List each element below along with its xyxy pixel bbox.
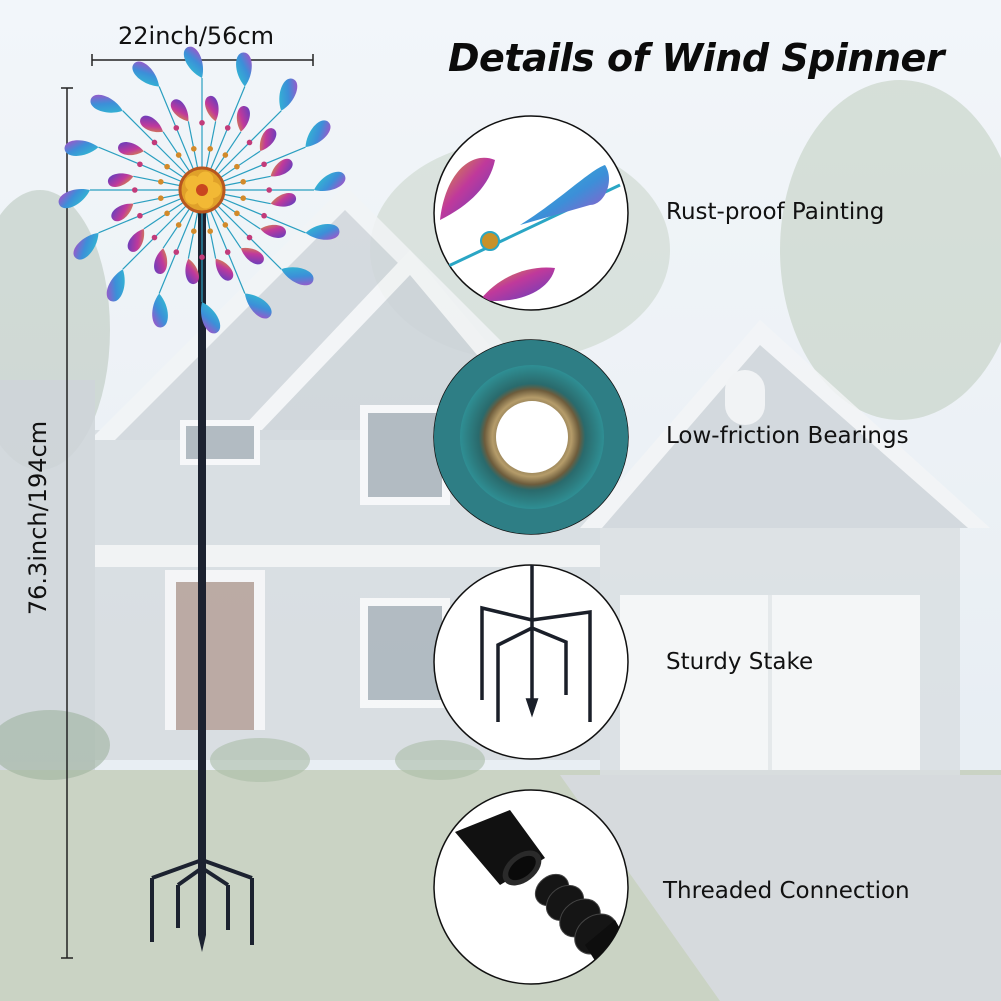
spinner-bead: [151, 234, 158, 241]
spinner-petal: [236, 106, 250, 132]
spinner-bead: [246, 139, 253, 146]
spinner-petal: [118, 142, 144, 156]
flower-petal: [197, 171, 214, 188]
flower-core: [196, 184, 208, 196]
spinner-bead: [199, 120, 205, 126]
spinner-petal: [236, 52, 252, 87]
spinner-bead: [173, 249, 180, 255]
driveway: [560, 775, 1001, 1001]
spinner-bead: [261, 161, 267, 168]
spinner-petal: [244, 293, 272, 319]
spinner-bead: [224, 249, 231, 255]
feature-label-stake: Sturdy Stake: [666, 649, 814, 675]
spinner-petal: [314, 171, 346, 191]
spinner-petal: [240, 247, 264, 265]
width-label: 22inch/56cm: [118, 22, 275, 50]
feature-label-painting: Rust-proof Painting: [666, 199, 885, 225]
spinner-petal: [106, 269, 125, 302]
spinner-petal: [90, 94, 123, 113]
spinner-bead: [158, 195, 164, 201]
height-dimension-line: [61, 87, 73, 959]
spinner-bead: [151, 139, 158, 146]
bushes: [0, 710, 485, 782]
spinner-petal: [279, 78, 298, 111]
spinner-petal: [64, 140, 99, 156]
spinner-bead: [175, 152, 182, 158]
spinner-petal: [260, 224, 286, 238]
spinner-petal: [183, 46, 203, 78]
spinner-petal: [205, 96, 219, 122]
spinner-petal: [140, 115, 164, 133]
spinner-petal: [215, 258, 234, 281]
spinner-petal: [58, 189, 90, 209]
page-title: Details of Wind Spinner: [448, 36, 945, 80]
spinner-bead: [261, 212, 267, 219]
spinner-petal: [185, 258, 199, 284]
spinner-petal: [270, 193, 296, 207]
spinner-bead: [266, 187, 273, 193]
spinner-bead: [191, 146, 197, 152]
spinner-petal: [132, 61, 160, 87]
spinner-bead: [137, 161, 143, 168]
spinner-bead: [158, 179, 164, 185]
spinner-bead: [240, 195, 246, 201]
spinner-bead: [246, 234, 253, 241]
spinner-petal: [270, 158, 293, 177]
spinner-petal: [259, 128, 277, 152]
spinner-petal: [281, 267, 314, 286]
width-dimension-line: [91, 54, 314, 66]
height-label: 76.3inch/194cm: [24, 420, 52, 616]
house: [0, 185, 990, 775]
spinner-bead: [224, 125, 231, 131]
spinner-petal: [305, 224, 340, 240]
spinner-bead: [175, 222, 182, 228]
spinner-petal: [108, 173, 134, 187]
detail-circle-painting: [433, 115, 629, 311]
spinner-bead: [234, 163, 240, 170]
spinner-bead: [222, 222, 229, 228]
spinner-pole: [150, 195, 254, 952]
spinner-petal: [154, 248, 168, 274]
spinner-petal: [201, 302, 221, 334]
spinner-bead: [132, 187, 138, 193]
spinner-bead: [207, 146, 213, 152]
feature-label-bearings: Low-friction Bearings: [666, 423, 909, 449]
spinner-petal: [305, 120, 331, 148]
spinner-bead: [191, 228, 197, 234]
spinner-bead: [234, 210, 240, 217]
spinner-bead: [173, 125, 180, 131]
feature-label-threaded: Threaded Connection: [663, 878, 910, 904]
spinner-petal: [170, 99, 189, 122]
detail-circle-stake: [433, 564, 629, 760]
detail-circle-threaded: [433, 789, 629, 985]
spinner-petal: [111, 203, 134, 222]
spinner-bead: [222, 152, 229, 158]
spinner-bead: [137, 212, 143, 219]
flower-petal: [197, 192, 214, 209]
spinner-bead: [164, 210, 170, 217]
spinner-bead: [240, 179, 246, 185]
spinner-bead: [164, 163, 170, 170]
spinner-petal: [73, 232, 99, 260]
wind-spinner-head: [58, 46, 346, 334]
spinner-bead: [207, 228, 213, 234]
spinner-bead: [199, 254, 205, 260]
spinner-petal: [152, 293, 168, 328]
detail-circle-bearing: [433, 339, 629, 535]
spinner-petal: [127, 228, 145, 252]
